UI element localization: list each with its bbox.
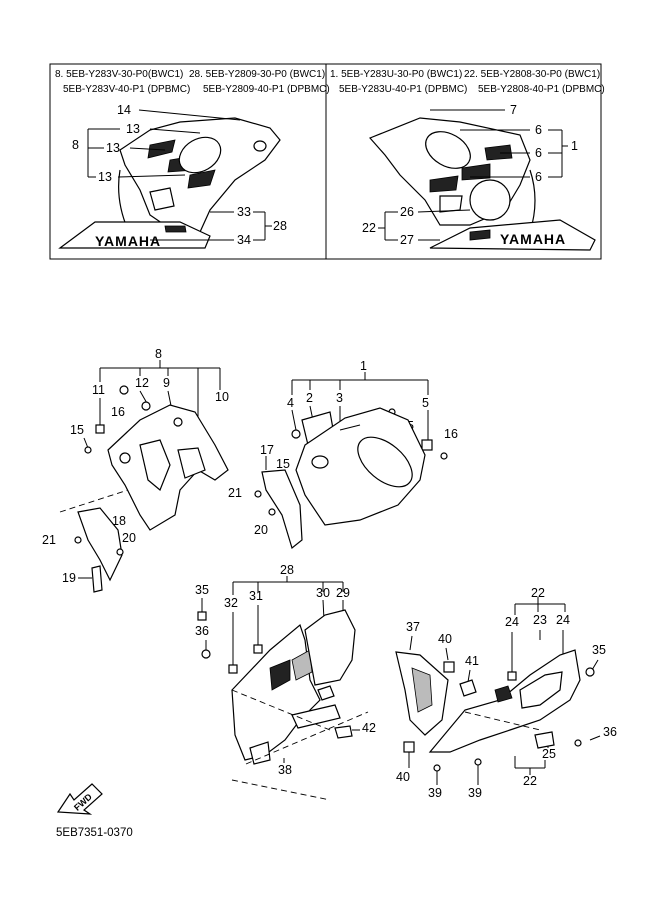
callout: 36 bbox=[195, 624, 209, 638]
callout: 9 bbox=[163, 376, 170, 390]
callout: 40 bbox=[438, 632, 452, 646]
right-variant-line2-a: 5EB-Y283U-40-P1 (DPBMC) bbox=[339, 84, 467, 95]
left-variant-line1-b: 28. 5EB-Y2809-30-P0 (BWC1) bbox=[189, 69, 325, 80]
right-variant-line1-a: 1. 5EB-Y283U-30-P0 (BWC1) bbox=[330, 69, 462, 80]
left-fairing-illustration: YAMAHA bbox=[58, 117, 281, 249]
callout: 3 bbox=[336, 391, 343, 405]
callout: 28 bbox=[273, 219, 287, 233]
callout: 16 bbox=[111, 405, 125, 419]
reference-box: 8. 5EB-Y283V-30-P0(BWC1) 28. 5EB-Y2809-3… bbox=[49, 63, 605, 260]
callout: 32 bbox=[224, 596, 238, 610]
left-variant-line1-a: 8. 5EB-Y283V-30-P0(BWC1) bbox=[55, 69, 183, 80]
callout: 6 bbox=[535, 170, 542, 184]
fwd-arrow-icon: FWD bbox=[56, 783, 103, 815]
callout: 16 bbox=[444, 427, 458, 441]
callout: 6 bbox=[535, 146, 542, 160]
right-variant-line1-b: 22. 5EB-Y2808-30-P0 (BWC1) bbox=[464, 69, 600, 80]
callout: 28 bbox=[280, 563, 294, 577]
callout: 37 bbox=[406, 620, 420, 634]
right-panel-brand: YAMAHA bbox=[500, 231, 566, 247]
callout: 15 bbox=[276, 457, 290, 471]
callout: 24 bbox=[556, 613, 570, 627]
callout: 38 bbox=[278, 763, 292, 777]
callout: 2 bbox=[306, 391, 313, 405]
callout: 22 bbox=[531, 586, 545, 600]
callout: 7 bbox=[510, 103, 517, 117]
left-panel-brand: YAMAHA bbox=[95, 233, 161, 249]
callout: 42 bbox=[362, 721, 376, 735]
callout: 20 bbox=[254, 523, 268, 537]
callout: 23 bbox=[533, 613, 547, 627]
callout: 1 bbox=[571, 139, 578, 153]
callout: 19 bbox=[62, 571, 76, 585]
callout: 17 bbox=[260, 443, 274, 457]
right-variant-line2-b: 5EB-Y2808-40-P1 (DPBMC) bbox=[478, 84, 605, 95]
callout: 5 bbox=[422, 396, 429, 410]
right-under-cowling-group: 22 37 40 41 24 23 24 35 36 2 bbox=[395, 586, 617, 800]
callout: 15 bbox=[70, 423, 84, 437]
callout: 13 bbox=[106, 141, 120, 155]
callout: 13 bbox=[126, 122, 140, 136]
callout: 13 bbox=[98, 170, 112, 184]
callout: 22 bbox=[362, 221, 376, 235]
callout: 8 bbox=[155, 347, 162, 361]
callout: 36 bbox=[603, 725, 617, 739]
callout: 29 bbox=[336, 586, 350, 600]
callout: 4 bbox=[287, 396, 294, 410]
right-fairing-illustration: YAMAHA bbox=[368, 117, 596, 251]
right-side-cowling-group: 1 4 2 3 5 15 16 17 15 21 20 bbox=[228, 359, 458, 550]
callout: 30 bbox=[316, 586, 330, 600]
callout: 25 bbox=[542, 747, 556, 761]
left-variant-line2-b: 5EB-Y2809-40-P1 (DPBMC) bbox=[203, 84, 330, 95]
diagram-code: 5EB7351-0370 bbox=[56, 827, 133, 839]
callout: 11 bbox=[92, 383, 105, 397]
left-variant-line2-a: 5EB-Y283V-40-P1 (DPBMC) bbox=[63, 84, 190, 95]
callout: 20 bbox=[122, 531, 136, 545]
callout: 33 bbox=[237, 205, 251, 219]
callout: 27 bbox=[400, 233, 414, 247]
callout: 10 bbox=[215, 390, 229, 404]
callout: 34 bbox=[237, 233, 251, 247]
callout: 21 bbox=[228, 486, 242, 500]
callout: 35 bbox=[195, 583, 209, 597]
callout: 12 bbox=[135, 376, 149, 390]
callout: 39 bbox=[428, 786, 442, 800]
left-side-cowling-group: 8 11 12 9 10 16 15 18 21 20 bbox=[42, 347, 229, 593]
callout: 22 bbox=[523, 774, 537, 788]
callout: 6 bbox=[535, 123, 542, 137]
right-panel-callouts: 7 6 1 6 6 26 22 27 bbox=[362, 103, 578, 247]
callout: 26 bbox=[400, 205, 414, 219]
callout: 41 bbox=[465, 654, 479, 668]
callout: 14 bbox=[117, 103, 131, 117]
callout: 8 bbox=[72, 138, 79, 152]
callout: 31 bbox=[249, 589, 263, 603]
left-panel-callouts: 14 13 8 13 13 33 28 34 bbox=[72, 103, 287, 247]
left-under-cowling-group: 28 35 32 31 30 29 36 42 38 bbox=[195, 563, 376, 777]
callout: 1 bbox=[360, 359, 367, 373]
callout: 40 bbox=[396, 770, 410, 784]
callout: 18 bbox=[112, 514, 126, 528]
callout: 35 bbox=[592, 643, 606, 657]
callout: 21 bbox=[42, 533, 56, 547]
callout: 39 bbox=[468, 786, 482, 800]
callout: 24 bbox=[505, 615, 519, 629]
